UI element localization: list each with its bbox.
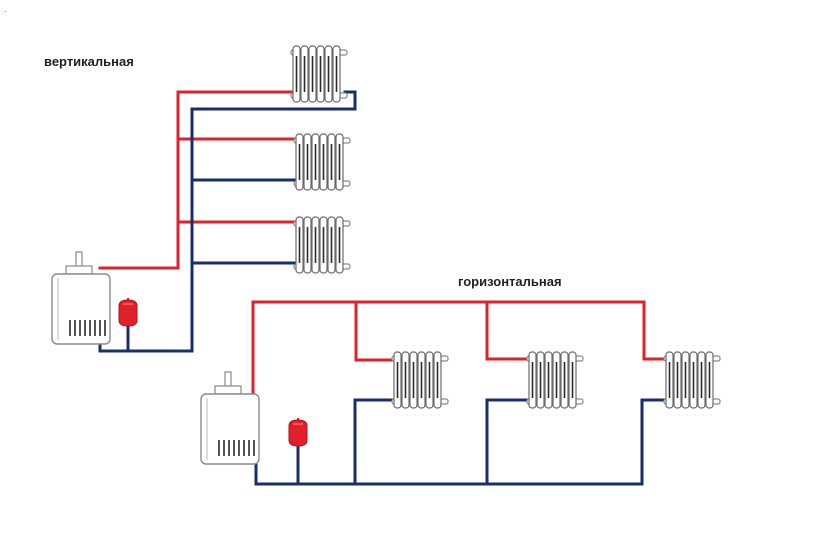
vertical-supply-pipes (98, 90, 298, 270)
radiator-icon (526, 351, 584, 409)
expansion-tank-icon (288, 417, 308, 447)
boiler-icon (51, 251, 111, 345)
horizontal-supply-pipes (251, 300, 666, 400)
horizontal-return-pipes (254, 398, 666, 486)
vertical-scheme (51, 45, 357, 353)
corner-dot: . (4, 4, 7, 14)
horizontal-scheme-label: горизонтальная (458, 274, 562, 289)
horizontal-scheme (200, 300, 721, 486)
radiator-icon (663, 351, 721, 409)
vertical-scheme-label: вертикальная (44, 54, 134, 69)
radiator-icon (391, 351, 449, 409)
radiator-icon (293, 133, 351, 191)
radiator-icon (290, 45, 348, 103)
expansion-tank-icon (118, 297, 138, 327)
boiler-icon (200, 371, 260, 465)
radiator-icon (293, 216, 351, 274)
